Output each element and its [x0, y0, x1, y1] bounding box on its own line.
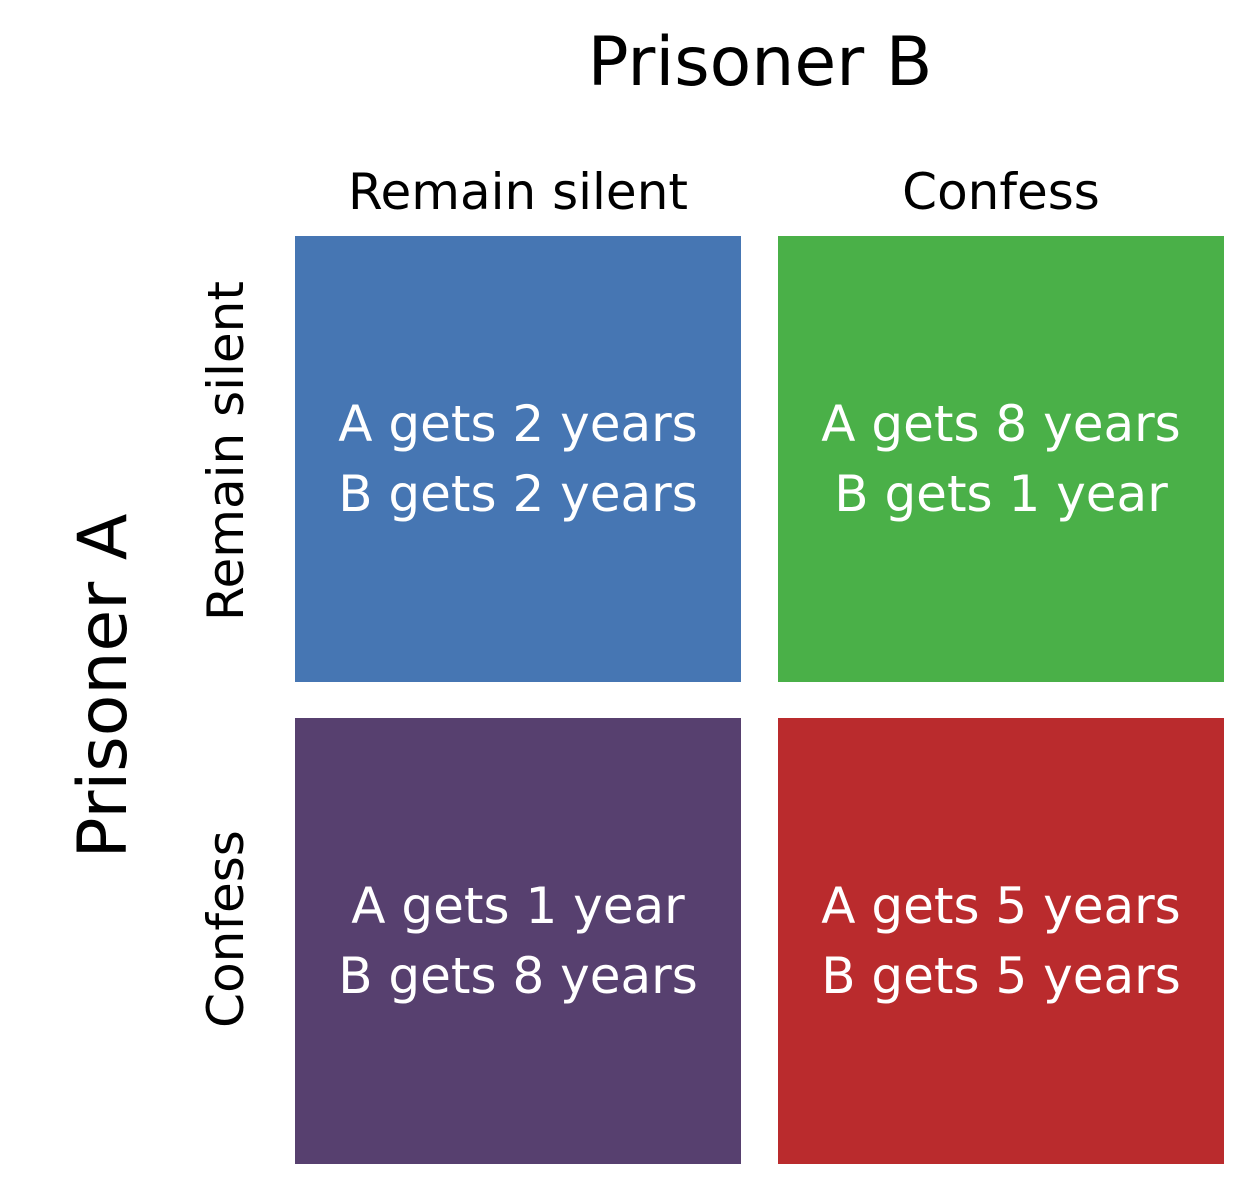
row-header-confess: Confess	[197, 830, 255, 1028]
column-header-confess: Confess	[902, 163, 1100, 221]
outcome-cell-both-silent: A gets 2 years B gets 2 years	[295, 236, 741, 682]
outcome-line-b: B gets 8 years	[338, 947, 698, 1005]
outcome-line-a: A gets 8 years	[821, 395, 1181, 453]
outcome-line-a: A gets 1 year	[351, 877, 685, 935]
row-header-remain-silent: Remain silent	[197, 281, 255, 621]
column-header-remain-silent: Remain silent	[348, 163, 688, 221]
outcome-line-a: A gets 2 years	[338, 395, 698, 453]
outcome-line-b: B gets 2 years	[338, 465, 698, 523]
outcome-line-b: B gets 5 years	[821, 947, 1181, 1005]
outcome-cell-both-confess: A gets 5 years B gets 5 years	[778, 718, 1224, 1164]
outcome-cell-a-confess-b-silent: A gets 1 year B gets 8 years	[295, 718, 741, 1164]
outcome-cell-a-silent-b-confess: A gets 8 years B gets 1 year	[778, 236, 1224, 682]
outcome-line-a: A gets 5 years	[821, 877, 1181, 935]
prisoner-b-title: Prisoner B	[587, 23, 933, 102]
prisoner-a-title: Prisoner A	[64, 513, 143, 859]
outcome-line-b: B gets 1 year	[834, 465, 1168, 523]
